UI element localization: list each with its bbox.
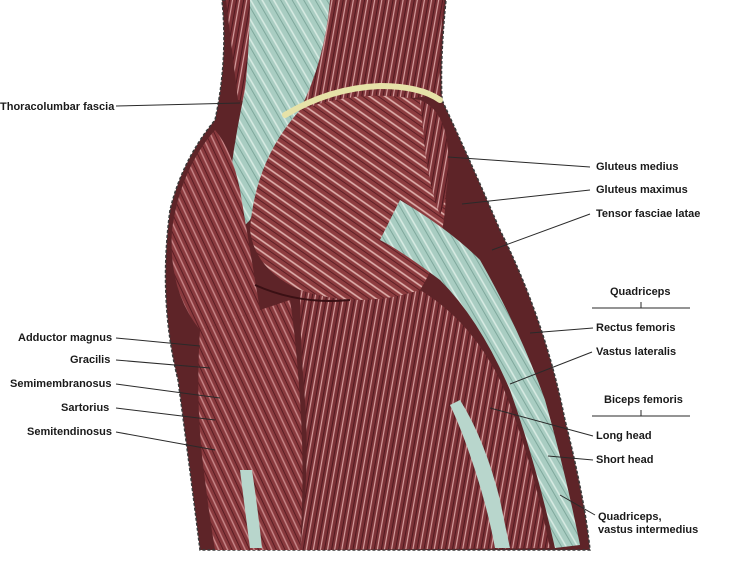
thoracolumbar-fascia-shape	[225, 0, 330, 230]
label-vastus-intermedius-line2: vastus intermedius	[598, 524, 698, 536]
leader-gluteus-medius	[447, 156, 591, 168]
medial-knee-tendons	[240, 470, 262, 548]
gluteal-fold	[254, 284, 351, 302]
label-short-head: Short head	[596, 454, 653, 466]
gluteus-medius-shape	[420, 100, 449, 215]
leader-tensor-fasciae-latae	[491, 213, 591, 251]
leader-vastus-lateralis	[509, 351, 593, 385]
leader-vastus-intermedius	[559, 494, 596, 516]
leader-adductor-magnus	[115, 337, 201, 347]
iliac-crest	[282, 82, 443, 118]
anatomy-illustration	[164, 0, 591, 551]
label-gluteus-medius: Gluteus medius	[596, 161, 679, 173]
leader-semitendinosus	[115, 431, 216, 451]
label-adductor-magnus: Adductor magnus	[18, 332, 112, 344]
label-vastus-intermedius-line1: Quadriceps,	[598, 511, 662, 523]
label-gracilis: Gracilis	[70, 354, 110, 366]
label-semimembranosus: Semimembranosus	[10, 378, 111, 390]
label-tensor-fasciae-latae: Tensor fasciae latae	[596, 208, 700, 220]
leader-sartorius	[115, 407, 216, 421]
label-vastus-lateralis: Vastus lateralis	[596, 346, 676, 358]
leader-long-head	[489, 407, 594, 437]
leader-rectus-femoris	[529, 327, 594, 334]
leader-lines	[115, 102, 690, 516]
label-biceps-femoris-heading: Biceps femoris	[604, 394, 683, 406]
label-quadriceps-heading: Quadriceps	[610, 286, 671, 298]
label-rectus-femoris: Rectus femoris	[596, 322, 675, 334]
leader-gluteus-maximus	[461, 189, 591, 205]
leader-thoracolumbar-fascia	[115, 102, 241, 107]
iliotibial-band	[380, 200, 580, 548]
label-sartorius: Sartorius	[61, 402, 109, 414]
label-gluteus-maximus: Gluteus maximus	[596, 184, 688, 196]
left-gluteal-region	[171, 130, 260, 330]
label-semitendinosus: Semitendinosus	[27, 426, 112, 438]
leader-semimembranosus	[115, 383, 221, 399]
leader-short-head	[547, 455, 594, 461]
label-thoracolumbar-fascia: Thoracolumbar fascia	[0, 101, 115, 113]
medial-thigh-muscles	[198, 300, 303, 550]
hamstring-tendon	[450, 400, 510, 548]
label-long-head: Long head	[596, 430, 652, 442]
leader-gracilis	[115, 359, 211, 369]
labels: Thoracolumbar fascia Gluteus medius Glut…	[0, 101, 700, 536]
